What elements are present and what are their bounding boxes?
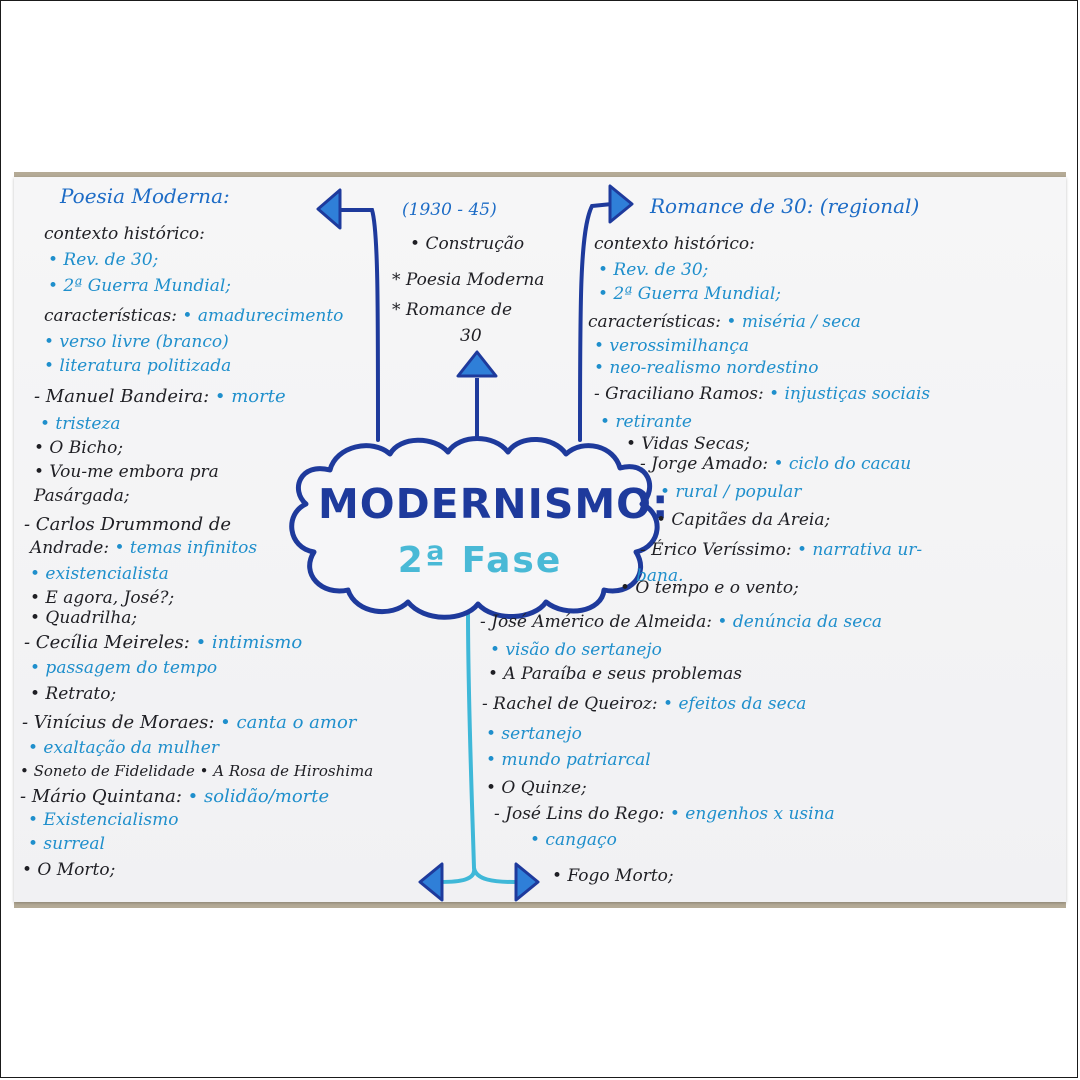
right-line: • 2ª Guerra Mundial; xyxy=(598,284,782,304)
center-item-30: 30 xyxy=(460,326,482,346)
left-line: • exaltação da mulher xyxy=(28,738,219,758)
right-line: - Érico Veríssimo: • narrativa ur- xyxy=(640,540,923,560)
right-line: • cangaço xyxy=(530,830,617,850)
left-line: • 2ª Guerra Mundial; xyxy=(48,276,232,296)
left-header: Poesia Moderna: xyxy=(60,184,230,208)
left-line: características: • amadurecimento xyxy=(44,306,344,326)
period-label: (1930 - 45) xyxy=(402,200,497,220)
left-line: • tristeza xyxy=(40,414,121,434)
left-line: • Retrato; xyxy=(30,684,117,704)
left-line: • O Bicho; xyxy=(34,438,124,458)
left-line: Andrade: • temas infinitos xyxy=(30,538,258,558)
right-line: • rural / popular xyxy=(660,482,802,502)
right-line: • retirante xyxy=(600,412,692,432)
right-header: Romance de 30: (regional) xyxy=(650,194,920,218)
right-line: • O Quinze; xyxy=(486,778,587,798)
left-line: - Mário Quintana: • solidão/morte xyxy=(20,786,330,807)
left-line: contexto histórico: xyxy=(44,224,205,244)
right-line: • mundo patriarcal xyxy=(486,750,651,770)
left-line: - Manuel Bandeira: • morte xyxy=(34,386,286,407)
right-line: bana. xyxy=(636,566,684,586)
right-line: • O tempo e o vento; xyxy=(620,578,799,598)
right-line: • visão do sertanejo xyxy=(490,640,662,660)
right-line: - Jorge Amado: • ciclo do cacau xyxy=(640,454,912,474)
right-line: - José Lins do Rego: • engenhos x usina xyxy=(494,804,835,824)
right-line: • A Paraíba e seus problemas xyxy=(488,664,742,684)
left-line: • Soneto de Fidelidade • A Rosa de Hiros… xyxy=(20,762,374,780)
right-line: • Capitães da Areia; xyxy=(656,510,831,530)
left-line: • surreal xyxy=(28,834,105,854)
left-line: • passagem do tempo xyxy=(30,658,218,678)
left-line: • existencialista xyxy=(30,564,169,584)
left-line: - Vinícius de Moraes: • canta o amor xyxy=(22,712,357,733)
center-item-poesia: * Poesia Moderna xyxy=(392,270,545,290)
right-line: • Fogo Morto; xyxy=(552,866,674,886)
left-line: • Vou-me embora pra xyxy=(34,462,219,482)
left-line: • verso livre (branco) xyxy=(44,332,229,352)
right-line: contexto histórico: xyxy=(594,234,755,254)
right-line: • sertanejo xyxy=(486,724,582,744)
left-line: Pasárgada; xyxy=(34,486,130,506)
right-line: • neo-realismo nordestino xyxy=(594,358,819,378)
right-line: • Vidas Secas; xyxy=(626,434,750,454)
center-item-romance: * Romance de xyxy=(392,300,513,320)
left-line: • O Morto; xyxy=(22,860,116,880)
right-line: características: • miséria / seca xyxy=(588,312,861,332)
right-line: - Rachel de Queiroz: • efeitos da seca xyxy=(482,694,807,714)
right-line: - Graciliano Ramos: • injustiças sociais xyxy=(594,384,931,404)
left-line: • Existencialismo xyxy=(28,810,179,830)
left-line: • literatura politizada xyxy=(44,356,232,376)
left-line: • Rev. de 30; xyxy=(48,250,159,270)
left-line: - Carlos Drummond de xyxy=(24,514,232,535)
mind-map-subtitle: 2ª Fase xyxy=(397,540,563,581)
right-line: - José Américo de Almeida: • denúncia da… xyxy=(480,612,882,632)
right-line: • Rev. de 30; xyxy=(598,260,709,280)
center-item-construcao: • Construção xyxy=(410,234,525,254)
mind-map-title: MODERNISMO: xyxy=(318,480,670,528)
right-line: • verossimilhança xyxy=(594,336,750,356)
left-line: • E agora, José?; xyxy=(30,588,175,608)
left-line: • Quadrilha; xyxy=(30,608,138,628)
left-line: - Cecília Meireles: • intimismo xyxy=(24,632,303,653)
